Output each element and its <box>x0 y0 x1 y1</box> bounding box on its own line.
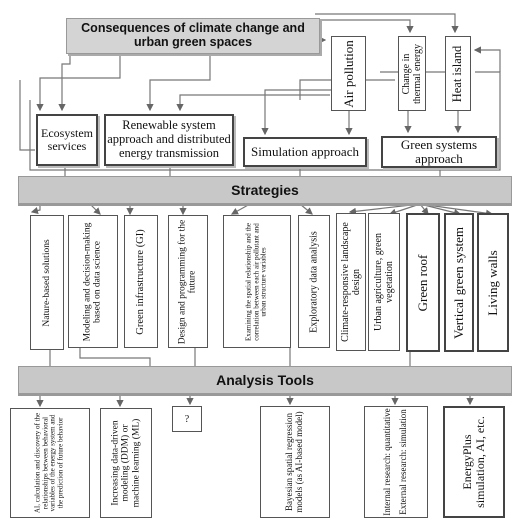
strategy-label: Design and programming for the future <box>177 219 198 344</box>
green-systems-approach-box: Green systems approach <box>381 136 497 168</box>
tool-unknown: ? <box>172 406 202 432</box>
strategy-label: Living walls <box>484 249 500 316</box>
tool-external-label: External research: simulation <box>398 409 408 515</box>
strategy-label: Modeling and decision-making based on da… <box>82 222 103 341</box>
strategy-exploratory-data-analysis: Exploratory data analysis <box>298 215 330 348</box>
strategy-label: Vertical green system <box>450 226 466 339</box>
strategy-spatial-relationship: Examining the spatial relationship and t… <box>223 215 291 348</box>
strategy-vertical-green-system: Vertical green system <box>444 213 474 352</box>
air-pollution-box: Air pollution <box>331 36 366 111</box>
analysis-tools-band: Analysis Tools <box>18 366 512 394</box>
strategy-nature-based: Nature-based solutions <box>30 215 64 350</box>
strategy-green-infrastructure: Green infrastructure (GI) <box>124 215 158 348</box>
strategy-label: Green roof <box>414 254 430 311</box>
strategy-label: Exploratory data analysis <box>308 230 320 333</box>
air-pollution-label: Air pollution <box>340 39 356 108</box>
tool-label: AI, calculation and discovery of the rel… <box>33 412 65 514</box>
renewable-system-box: Renewable system approach and distribute… <box>104 114 234 166</box>
strategy-urban-agriculture: Urban agriculture, green vegetation <box>368 213 400 351</box>
strategy-label: Green infrastructure (GI) <box>135 228 147 335</box>
strategy-label: Climate-responsive landscape design <box>340 222 362 342</box>
consequences-title: Consequences of climate change and urban… <box>81 21 305 49</box>
tool-internal-external-research: Internal research: quantitative External… <box>364 406 428 518</box>
tool-label: Increasing data-driven modeling (DDM) or… <box>110 418 142 508</box>
strategy-label: Urban agriculture, green vegetation <box>373 233 395 332</box>
strategy-living-walls: Living walls <box>477 213 509 352</box>
tool-ai-energy-behavior: AI, calculation and discovery of the rel… <box>10 408 90 518</box>
tool-unknown-label: ? <box>184 413 190 425</box>
analysis-tools-heading: Analysis Tools <box>216 372 314 388</box>
consequences-title-box: Consequences of climate change and urban… <box>66 18 320 54</box>
strategy-label: Examining the spatial relationship and t… <box>244 222 268 341</box>
thermal-energy-box: Change in thermal energy <box>398 36 426 111</box>
heat-island-label: Heat island <box>450 45 465 102</box>
tool-energyplus: EnergyPlus simulation, AI, etc. <box>443 406 505 518</box>
thermal-energy-label: Change in thermal energy <box>401 43 423 104</box>
tool-data-driven-modeling: Increasing data-driven modeling (DDM) or… <box>100 408 152 518</box>
tool-internal-label: Internal research: quantitative <box>382 408 393 516</box>
tool-bayesian-regression: Bayesian spatial regression models (as A… <box>260 406 330 518</box>
strategies-band: Strategies <box>18 176 512 204</box>
tool-label: Bayesian spatial regression models (as A… <box>284 411 304 513</box>
strategy-design-programming: Design and programming for the future <box>168 215 208 348</box>
ecosystem-services-box: Ecosystem services <box>36 114 98 166</box>
simulation-approach-label: Simulation approach <box>251 143 359 159</box>
green-systems-approach-label: Green systems approach <box>400 136 478 166</box>
renewable-system-label: Renewable system approach and distribute… <box>107 118 231 160</box>
tool-label: Internal research: quantitative External… <box>382 408 409 516</box>
strategy-climate-responsive: Climate-responsive landscape design <box>336 213 366 351</box>
strategy-modeling-data-science: Modeling and decision-making based on da… <box>68 215 118 348</box>
ecosystem-services-label: Ecosystem services <box>41 125 93 153</box>
strategies-heading: Strategies <box>231 182 299 198</box>
simulation-approach-box: Simulation approach <box>243 137 367 167</box>
tool-label: EnergyPlus simulation, AI, etc. <box>459 416 487 508</box>
strategy-label: Nature-based solutions <box>41 238 52 327</box>
heat-island-box: Heat island <box>445 36 471 111</box>
strategy-green-roof: Green roof <box>406 213 440 352</box>
